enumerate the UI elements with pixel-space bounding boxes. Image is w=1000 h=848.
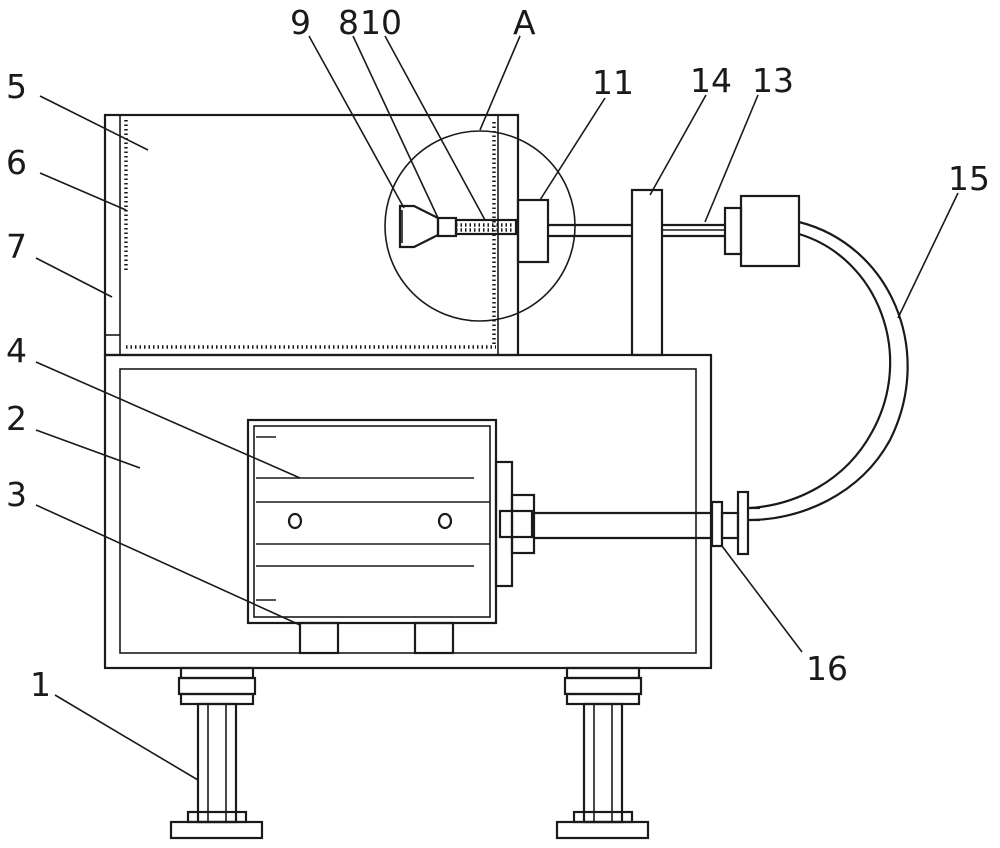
label-13: 13: [752, 61, 794, 100]
pipe-joint: [710, 490, 760, 556]
label-a: A: [513, 3, 536, 42]
reference-labels: 5 6 7 4 2 3 1 9 8 10 A 11 14 13 15 16: [6, 3, 990, 704]
motor: [246, 418, 712, 655]
leg-right: [555, 666, 650, 840]
label-3: 3: [6, 475, 27, 514]
hose: [749, 220, 909, 522]
leader-lines: [35, 35, 959, 781]
label-11: 11: [592, 63, 634, 102]
label-16: 16: [806, 649, 848, 688]
pump-block: [739, 194, 801, 268]
label-8: 8: [338, 3, 359, 42]
leg-left: [169, 666, 264, 840]
nozzle-assembly: [384, 130, 632, 322]
label-4: 4: [6, 331, 27, 370]
label-1: 1: [30, 665, 51, 704]
lower-frame: [103, 353, 713, 670]
clamp-block: [516, 198, 550, 264]
label-10: 10: [360, 3, 402, 42]
label-9: 9: [290, 3, 311, 42]
label-5: 5: [6, 67, 27, 106]
support-post: [630, 188, 801, 357]
label-14: 14: [690, 61, 732, 100]
label-6: 6: [6, 143, 27, 182]
label-15: 15: [948, 159, 990, 198]
label-2: 2: [6, 399, 27, 438]
label-7: 7: [6, 227, 27, 266]
